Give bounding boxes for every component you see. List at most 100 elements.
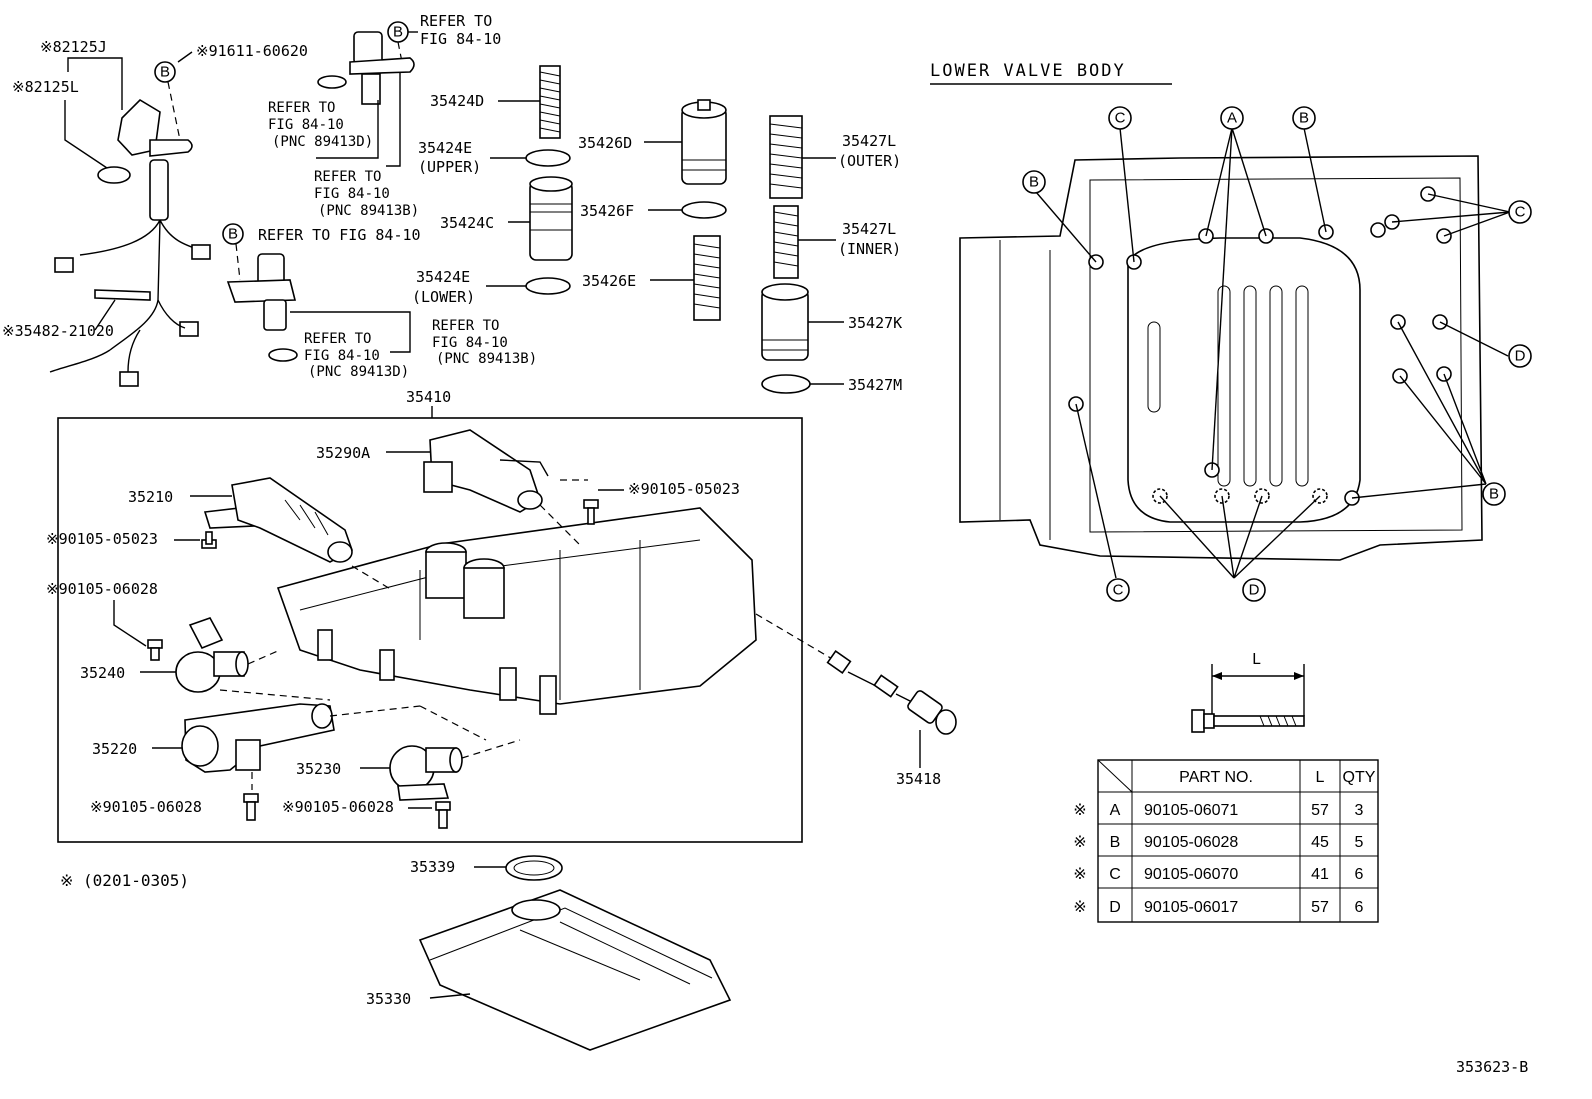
marker-c-2: C	[1508, 200, 1532, 224]
sensor-35418-group: 35418	[755, 613, 957, 788]
valve-body-assembly: 35410 35290A ※90105-05023 3	[46, 388, 803, 843]
label-35482-21020: ※35482-21020	[2, 322, 114, 340]
row-a-mark: ※	[1073, 802, 1086, 819]
leader-b-right	[1351, 321, 1487, 499]
label-82125J: ※82125J	[40, 38, 107, 56]
marker-a: A	[1220, 106, 1244, 130]
header-part-no: PART NO.	[1179, 769, 1253, 786]
valve-leg-1	[317, 629, 333, 661]
label-35339: 35339	[410, 858, 455, 876]
accumulator-parts-col3: 35427L (OUTER) 35427L (INNER) 35427K 354…	[761, 115, 902, 394]
dash-91611	[167, 81, 181, 141]
connector-3	[179, 321, 199, 337]
solenoid-35220	[181, 703, 335, 773]
dash-35230	[461, 739, 521, 759]
row-b-l: 45	[1311, 834, 1329, 851]
leader-35482	[94, 299, 116, 331]
refer-left-d-3: (PNC 89413D)	[272, 134, 373, 150]
bore-1-body	[425, 551, 467, 599]
solenoid-35240	[175, 617, 249, 693]
leader-90105-06028-left	[113, 600, 147, 647]
strainer-35330	[418, 889, 732, 1051]
svg-text:C: C	[1515, 204, 1526, 221]
valve-leg-3	[499, 667, 517, 701]
dimension-l-label: L	[1252, 650, 1261, 668]
leader-82125L	[64, 100, 111, 171]
row-a-qty: 3	[1355, 802, 1364, 819]
refer-left-d-1: REFER TO	[268, 100, 335, 116]
label-35427L-inner-2: (INNER)	[838, 240, 901, 258]
label-35427L-outer-2: (OUTER)	[838, 152, 901, 170]
label-35424D: 35424D	[430, 92, 484, 110]
row-d-l: 57	[1311, 899, 1329, 916]
label-35427L-inner-1: 35427L	[842, 220, 896, 238]
leader-35330	[429, 993, 471, 999]
leader-a	[1205, 127, 1267, 237]
label-90105-05023-right: ※90105-05023	[628, 480, 740, 498]
bolt-06028-bottom-left	[243, 793, 259, 821]
valve-body	[276, 507, 757, 705]
piston-35427K	[761, 283, 809, 361]
refer-top-line1: REFER TO	[420, 12, 492, 30]
spring-35424D	[539, 65, 561, 139]
refer-left-b-2: FIG 84-10	[314, 186, 390, 202]
sensor-35418	[826, 649, 957, 735]
sensor-o-ring	[97, 166, 131, 184]
pan-slot-1	[1147, 321, 1161, 413]
table-row: ※ A 90105-06071 57 3	[1073, 802, 1363, 819]
marker-c-1: C	[1108, 106, 1132, 130]
dash-35220	[329, 705, 421, 717]
leader-c-right	[1391, 193, 1511, 237]
label-35410: 35410	[406, 388, 451, 406]
pan-slot-2	[1217, 285, 1231, 487]
leader-b-top	[1303, 127, 1327, 233]
o-ring-35424E-lower	[525, 277, 571, 295]
svg-text:B: B	[1299, 110, 1309, 127]
valve-leg-4	[539, 675, 557, 715]
marker-b-mid: B	[222, 223, 244, 245]
svg-text:C: C	[1115, 110, 1126, 127]
connector-1	[54, 257, 74, 273]
row-b-key: B	[1110, 834, 1121, 851]
label-35424E-upper-2: (UPPER)	[418, 158, 481, 176]
strainer-inlet	[511, 899, 561, 921]
label-35424E-upper-1: 35424E	[418, 139, 472, 157]
row-b-part-no: 90105-06028	[1144, 834, 1238, 851]
dash-mid	[235, 243, 241, 281]
leader-c-bottom	[1075, 403, 1117, 579]
refer-low-d-2: FIG 84-10	[304, 348, 380, 364]
marker-b-3: B	[1482, 482, 1506, 506]
label-91611-60620: ※91611-60620	[196, 42, 308, 60]
bolt-dimension: L	[1191, 650, 1305, 733]
label-90105-06028-left: ※90105-06028	[46, 580, 158, 598]
label-90105-06028-bottom-left: ※90105-06028	[90, 798, 202, 816]
connector-4	[119, 371, 139, 387]
dash-35290A	[539, 504, 581, 546]
dash-35418	[755, 613, 835, 661]
bolt-06028-bottom-right	[435, 801, 451, 829]
leader-d-right	[1439, 321, 1509, 357]
sensor-flange	[149, 139, 193, 157]
solenoid-35230	[389, 745, 463, 801]
connector-2	[191, 244, 211, 260]
solenoid-35210	[203, 477, 353, 563]
svg-text:B: B	[393, 24, 403, 41]
pan-slot-5	[1295, 285, 1309, 487]
dash-35240	[247, 649, 281, 665]
refer-low-d-1: REFER TO	[304, 331, 371, 347]
bolt-06028-left	[147, 639, 163, 661]
refer-low-d-3: (PNC 89413D)	[308, 364, 409, 380]
header-qty: QTY	[1343, 769, 1376, 786]
mid-sensor-stem	[263, 299, 287, 331]
svg-text:D: D	[1515, 348, 1526, 365]
label-35220: 35220	[92, 740, 137, 758]
table-diagonal	[1097, 759, 1133, 793]
leader-refer-left-b	[386, 72, 401, 167]
label-35230: 35230	[296, 760, 341, 778]
bolt-head	[1191, 709, 1205, 733]
piston-35426D	[681, 99, 727, 185]
harness-clip	[94, 289, 151, 301]
refer-left-d-2: FIG 84-10	[268, 117, 344, 133]
label-35330: 35330	[366, 990, 411, 1008]
row-b-qty: 5	[1355, 834, 1364, 851]
